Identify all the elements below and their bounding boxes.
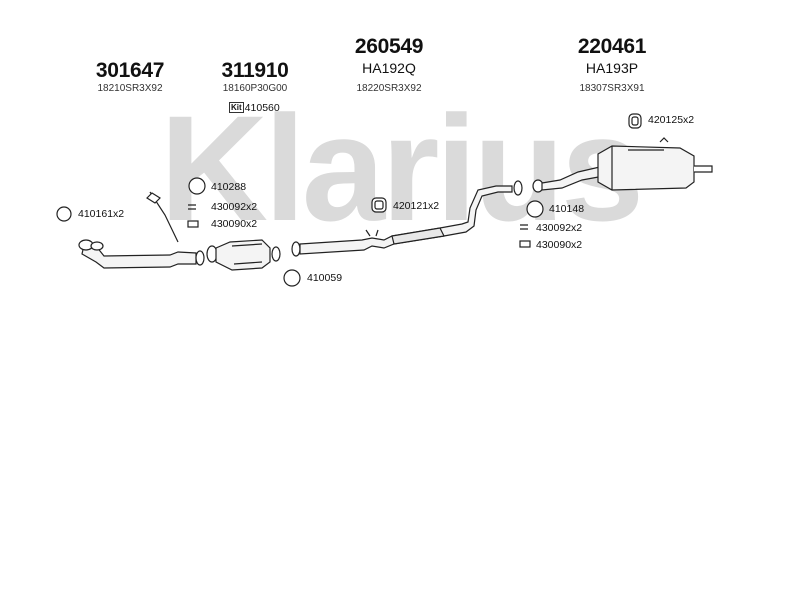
kit-badge: Kit [229, 102, 244, 113]
fitting-label-410059: 410059 [307, 272, 343, 284]
part-number-260549: 260549 [354, 35, 424, 58]
part-number-311910: 311910 [221, 59, 289, 82]
oem-number-311910: 18160P30G00 [222, 83, 288, 94]
exhaust-parts [56, 113, 713, 287]
fitting-label-420121: 420121x2 [393, 200, 440, 212]
fitting-label-430090-rear: 430090x2 [536, 239, 583, 251]
part-number-220461: 220461 [577, 35, 647, 58]
kit-number: 410560 [244, 102, 280, 114]
oem-number-220461: 18307SR3X91 [579, 83, 645, 94]
fitting-label-410288: 410288 [211, 181, 247, 193]
fitting-label-430090-front: 430090x2 [211, 218, 258, 230]
fitting-label-430092-rear: 430092x2 [536, 222, 583, 234]
intermediate-pipe [291, 180, 523, 257]
fitting-label-420125: 420125x2 [648, 114, 695, 126]
oem-number-301647: 18210SR3X92 [97, 83, 163, 94]
catalytic-converter [206, 239, 281, 271]
oem-number-260549: 18220SR3X92 [356, 83, 422, 94]
part-number-301647: 301647 [95, 59, 165, 82]
fitting-label-430092-front: 430092x2 [211, 201, 258, 213]
fitting-label-410161: 410161x2 [78, 208, 125, 220]
rear-silencer [532, 137, 713, 193]
front-pipe [78, 191, 205, 269]
ref-number-220461: HA193P [585, 60, 639, 76]
ref-number-260549: HA192Q [362, 60, 416, 76]
fitting-label-410148: 410148 [549, 203, 585, 215]
fitting-icons [56, 113, 642, 287]
